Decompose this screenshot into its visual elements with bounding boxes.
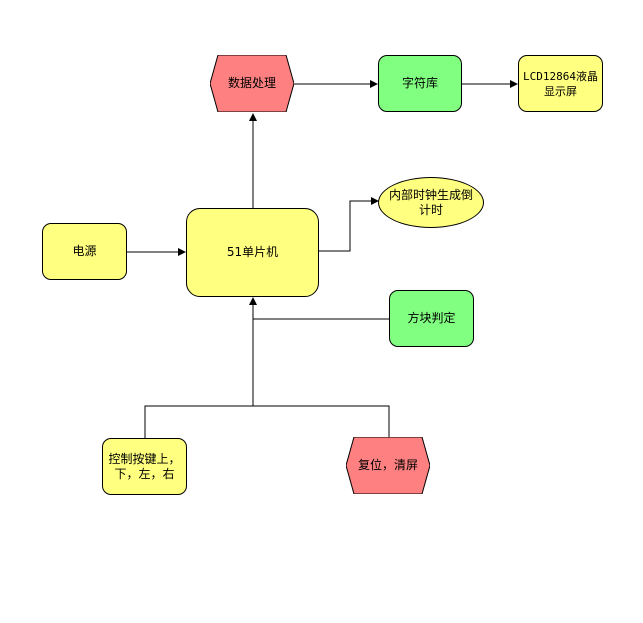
node-block-judge[interactable]: 方块判定 — [389, 290, 474, 347]
node-power[interactable]: 电源 — [42, 223, 127, 280]
node-data-processing[interactable]: 数据处理 — [210, 55, 294, 112]
node-label: LCD12864液晶显示屏 — [523, 69, 598, 98]
node-label: 数据处理 — [227, 76, 276, 90]
edge-mcu-to-clock — [319, 197, 379, 252]
node-reset-clear[interactable]: 复位，清屏 — [346, 437, 430, 494]
node-label: 内部时钟生成倒计时 — [389, 187, 474, 217]
node-mcu[interactable]: 51单片机 — [186, 208, 319, 297]
node-lcd-display[interactable]: LCD12864液晶显示屏 — [518, 55, 603, 112]
node-font-library[interactable]: 字符库 — [378, 55, 462, 112]
edge-keys-branch — [144, 405, 390, 438]
hexagon-shape — [210, 55, 294, 112]
node-label: 复位，清屏 — [357, 458, 418, 472]
node-control-keys[interactable]: 控制按键上，下，左，右 — [102, 438, 187, 495]
hexagon-shape — [346, 437, 430, 494]
node-internal-clock[interactable]: 内部时钟生成倒计时 — [378, 177, 484, 228]
node-label: 控制按键上，下，左，右 — [108, 451, 181, 481]
